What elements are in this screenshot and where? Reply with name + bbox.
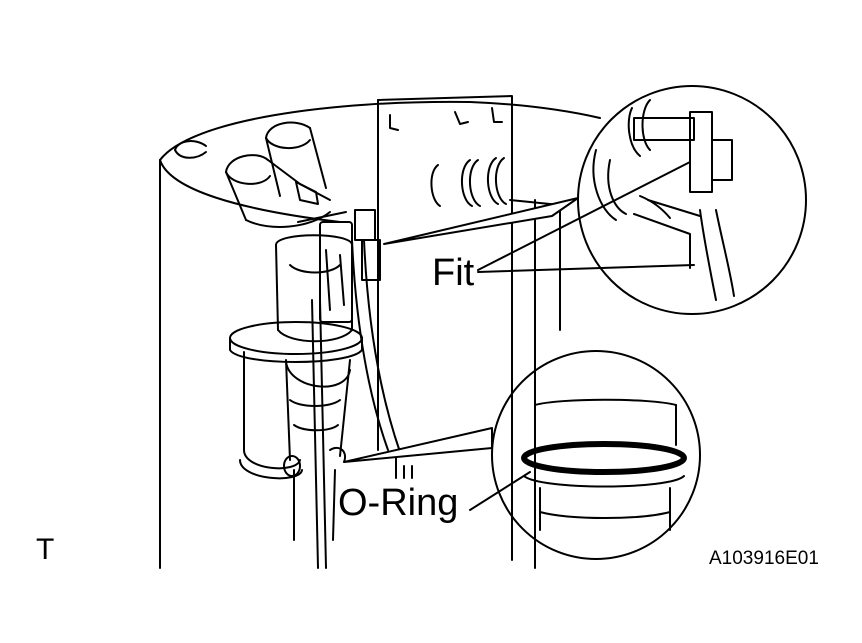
fit-label: Fit [432,252,475,294]
oring-leader-to-pump [343,427,493,463]
elbow-fitting [225,121,331,228]
pump-flange [229,321,363,363]
bracket-plate [377,95,513,561]
fit-leader-to-detail-2 [477,264,695,273]
o-ring-label: O-Ring [338,482,459,524]
oring-leader-to-detail [469,471,531,511]
tank-housing [159,100,601,569]
o-ring-detail-circle [491,350,701,560]
corner-mark: T [36,533,55,566]
fit-detail-circle [577,85,807,315]
leader-lines [343,161,695,511]
suction-tube [239,299,351,569]
pump-body [275,209,381,343]
fuel-hose [351,239,401,453]
tank-inner-wall [509,199,561,569]
figure-code: A103916E01 [709,548,819,569]
fit-leader-to-detail-1 [477,161,691,271]
fit-leader-to-pump [383,197,579,245]
